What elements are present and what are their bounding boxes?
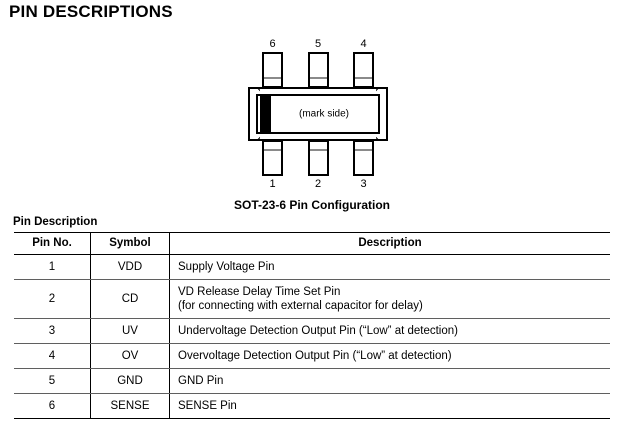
pin-number-4: 4 [360, 38, 367, 50]
cell-pin-no: 5 [14, 368, 91, 394]
cell-pin-no: 4 [14, 343, 91, 369]
sot-23-6-package-diagram: 6 5 4 (mark side) 1 2 3 [248, 38, 388, 190]
description-line-1: Supply Voltage Pin [178, 261, 275, 273]
cell-description: VD Release Delay Time Set Pin (for conne… [169, 279, 610, 319]
description-line-1: Overvoltage Detection Output Pin (“Low” … [178, 350, 452, 362]
cell-symbol: VDD [90, 254, 170, 280]
table-header-row: Pin No. Symbol Description [14, 232, 610, 255]
cell-description: Undervoltage Detection Output Pin (“Low”… [169, 318, 610, 344]
top-lead-row [262, 52, 374, 88]
cell-description: Overvoltage Detection Output Pin (“Low” … [169, 343, 610, 369]
top-pin-number-row: 6 5 4 [262, 38, 374, 50]
cell-description: GND Pin [169, 368, 610, 394]
column-header-symbol: Symbol [90, 232, 170, 255]
pin-number-5: 5 [314, 38, 322, 50]
lead-pin-3 [353, 140, 374, 176]
lead-pin-4 [353, 52, 374, 88]
lead-pin-5 [307, 52, 329, 88]
lead-pin-1 [262, 140, 283, 176]
table-header: Pin No. Symbol Description [14, 232, 610, 255]
mark-side-label: (mark side) [298, 108, 349, 120]
bottom-pin-number-row: 1 2 3 [262, 178, 374, 190]
pin-number-3: 3 [360, 178, 367, 190]
cell-description: SENSE Pin [169, 393, 610, 419]
lead-pin-2 [307, 140, 329, 176]
pin-number-6: 6 [269, 38, 276, 50]
description-line-1: SENSE Pin [178, 400, 237, 412]
package-body-inner: (mark side) [256, 94, 380, 134]
description-line-1: Undervoltage Detection Output Pin (“Low”… [178, 325, 458, 337]
pin-1-mark-bar [260, 96, 271, 132]
description-line-1: GND Pin [178, 375, 224, 387]
table-row: 2 CD VD Release Delay Time Set Pin (for … [14, 279, 610, 319]
pin-number-1: 1 [269, 178, 276, 190]
cell-pin-no: 2 [14, 279, 91, 319]
table-row: 5 GND GND Pin [14, 368, 610, 394]
lead-pin-6 [262, 52, 283, 88]
cell-pin-no: 1 [14, 254, 91, 280]
table-body: 1 VDD Supply Voltage Pin 2 CD VD Release… [14, 254, 610, 419]
description-line-1: VD Release Delay Time Set Pin [178, 286, 341, 298]
pin-description-table-wrapper: Pin No. Symbol Description 1 VDD Supply … [14, 232, 610, 419]
pin-description-table: Pin No. Symbol Description 1 VDD Supply … [14, 232, 610, 419]
cell-symbol: CD [90, 279, 170, 319]
table-row: 6 SENSE SENSE Pin [14, 393, 610, 419]
cell-pin-no: 6 [14, 393, 91, 419]
bottom-lead-row [262, 140, 374, 176]
pin-number-2: 2 [314, 178, 322, 190]
table-row: 4 OV Overvoltage Detection Output Pin (“… [14, 343, 610, 369]
table-row: 1 VDD Supply Voltage Pin [14, 254, 610, 280]
table-row: 3 UV Undervoltage Detection Output Pin (… [14, 318, 610, 344]
cell-symbol: OV [90, 343, 170, 369]
cell-symbol: UV [90, 318, 170, 344]
cell-pin-no: 3 [14, 318, 91, 344]
column-header-pin-no: Pin No. [14, 232, 91, 255]
cell-description: Supply Voltage Pin [169, 254, 610, 280]
description-line-2: (for connecting with external capacitor … [178, 300, 423, 312]
cell-symbol: GND [90, 368, 170, 394]
package-body: (mark side) [248, 87, 388, 141]
page-title: PIN DESCRIPTIONS [9, 2, 173, 21]
pin-description-heading: Pin Description [13, 216, 98, 228]
diagram-caption: SOT-23-6 Pin Configuration [233, 198, 390, 212]
column-header-description: Description [169, 232, 610, 255]
cell-symbol: SENSE [90, 393, 170, 419]
